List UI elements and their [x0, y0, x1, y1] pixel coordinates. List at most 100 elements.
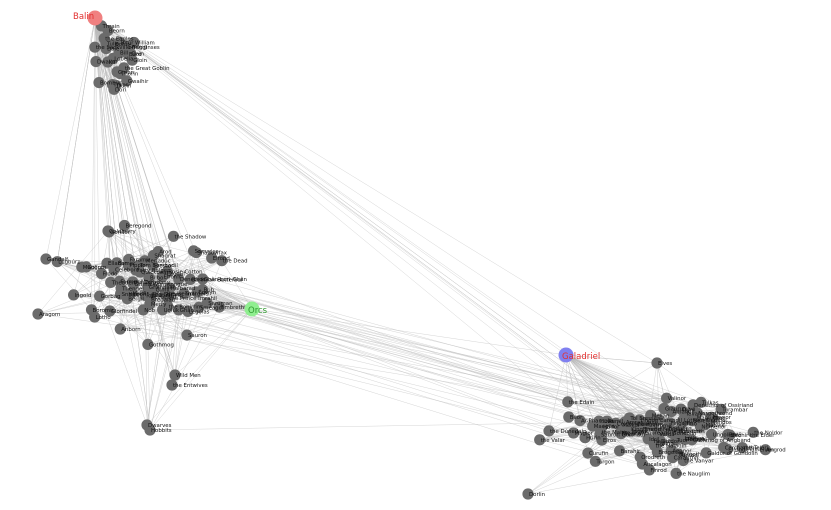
- node-dwalin: [90, 56, 102, 68]
- node-label-gothmog-of-angband: Gothmog of Angband: [693, 438, 751, 444]
- node-label-gh-n: Ghân: [180, 307, 194, 314]
- node-th-oden: [105, 276, 117, 288]
- node-gh-n: [173, 304, 185, 316]
- node-the-noldor: [747, 426, 759, 438]
- node-glorfindel: [104, 305, 116, 317]
- node-label-nienna: Nienna: [622, 432, 641, 438]
- node-label-the-great-goblin: the Great Goblin: [125, 66, 170, 72]
- node-label-haldir: Haldir: [133, 291, 150, 297]
- node-label-bilbo: Bilbo: [150, 276, 163, 282]
- node-label-the-prince-imrahil: the Prince Imrahil: [169, 296, 217, 302]
- graph-edge: [154, 289, 678, 431]
- node-label-ugl-k: Uglúk: [164, 307, 180, 314]
- node-the-d-nedain: [543, 425, 555, 437]
- graph-edge: [251, 308, 567, 356]
- node-the-shadow: [167, 230, 180, 242]
- node-label-the-d-nedain: the Dúnedain: [550, 428, 587, 435]
- node-label-girion: Girion: [118, 70, 134, 76]
- node-label-sm-agol: Sméagol: [200, 304, 224, 311]
- graph-edge: [94, 17, 658, 364]
- node-label-elrond-half-elven: Elrond Half-elven: [728, 447, 774, 453]
- node-celebrimbor: [610, 417, 622, 429]
- graph-edge: [202, 289, 712, 418]
- node-mablung: [690, 411, 702, 423]
- node-label-the-noldor: the Noldor: [754, 430, 783, 436]
- graph-edge: [162, 309, 550, 432]
- node-n-menor: [694, 420, 707, 432]
- node-label-treebeard: Treebeard: [149, 294, 177, 300]
- node-label-tuor: Tuor: [676, 438, 689, 444]
- graph-edge: [37, 230, 109, 315]
- node-h-rin: [579, 432, 591, 444]
- node-label-smaug: Smaug: [128, 44, 147, 50]
- node-label-orom: Oromë: [653, 423, 672, 429]
- node-label-ulmo: Ulmo: [683, 421, 697, 427]
- node-label-hirgon: Hirgon: [128, 292, 146, 298]
- graph-edge: [45, 17, 96, 260]
- node-king-finrod-felagund: [624, 423, 636, 435]
- graph-labels: ThorinKiliBifurGloinBofurBomburDwalinDor…: [39, 24, 786, 498]
- node-label-tulio: Tulio: [106, 41, 119, 47]
- node-label-haleth: Haleth: [654, 439, 672, 445]
- node-the-eagles: [98, 32, 110, 45]
- node-label-caranthir: Caranthir: [674, 456, 700, 462]
- node-turambar: [715, 403, 727, 415]
- node-label-gollum: Gollum: [87, 265, 106, 271]
- node-denethor-of-ossiriand: [687, 399, 699, 411]
- node-label-nob: Nob: [144, 308, 155, 314]
- graph-edge: [565, 354, 698, 414]
- node-lugb-rz: [51, 256, 63, 268]
- graph-edge: [186, 308, 253, 336]
- node-goldberry: [102, 225, 114, 237]
- node-label-galdor: Galdor: [661, 439, 680, 445]
- node-label-the-sackville-bagginses: the Sackville-Bagginses: [96, 45, 160, 51]
- node-label-ingw: Ingwë: [632, 429, 649, 435]
- node-elladan: [101, 257, 113, 269]
- node-label-erestor: Erestor: [154, 263, 174, 269]
- node-bilbo: [143, 272, 155, 284]
- graph-edge: [37, 294, 128, 315]
- node-label-gwaihir: Gwaihir: [128, 79, 149, 85]
- graph-edge: [565, 354, 702, 403]
- node-label-troll: Troll: [184, 291, 196, 297]
- node-label-samwise: Samwise: [195, 249, 220, 255]
- node-label-ancalagon: Ancalagon: [643, 462, 671, 468]
- node-grishn-kh: [142, 281, 154, 293]
- node-label-rosie-cotton: Rosie Cotton: [168, 270, 202, 276]
- node-label-the-gaffer: the Gaffer: [153, 292, 181, 298]
- node-label-beorn: Beorn: [109, 29, 125, 35]
- node-the-rohirrim: [162, 300, 174, 312]
- node-label-lagduf: Lagduf: [167, 272, 186, 278]
- node-label-thror: Thror: [112, 83, 128, 89]
- node-erestor: [147, 259, 159, 271]
- node-gh-n-buri-gh-n: [197, 273, 209, 285]
- node-label-william: William: [135, 41, 155, 47]
- graph-edge: [94, 17, 149, 345]
- node-gothmog: [142, 338, 154, 350]
- node-halbarad: [164, 282, 176, 294]
- node-maglor: [567, 427, 580, 439]
- node-label-aragorn: Aragorn: [39, 312, 60, 318]
- node-label-celegorm: Celegorm: [637, 422, 663, 428]
- graph-edge: [565, 354, 568, 402]
- node-label-faramir: Faramir: [130, 257, 151, 263]
- node-label-ungoliant: Ungoliant: [713, 432, 739, 438]
- node-label-erkenbrand: Erkenbrand: [152, 293, 183, 299]
- node-label-gondor: Gondor: [110, 230, 131, 236]
- node-label-bard: Bard: [129, 52, 142, 58]
- graph-edge: [94, 17, 646, 423]
- node-label-elves: Elves: [658, 361, 672, 367]
- node-label-aegnor: Aegnor: [672, 449, 692, 455]
- node-gothmog-of-angband: [686, 434, 698, 446]
- node-label-quickbeam: Quickbeam: [141, 270, 172, 276]
- node-l-thien-tin-viel: [677, 414, 689, 426]
- node-troll: [178, 287, 190, 299]
- node-label-l-thien-tin-viel: Lúthien Tinúviel: [684, 417, 727, 424]
- node-label-wild-men: Wild Men: [176, 373, 201, 379]
- graph-edge: [585, 437, 641, 458]
- node-label-dori: Dori: [115, 87, 126, 93]
- graph-edge: [565, 354, 581, 421]
- node-label-n-menor: Númenor: [701, 423, 727, 430]
- node-label-elladan: Elladan: [108, 261, 128, 267]
- node-bombur: [93, 77, 105, 89]
